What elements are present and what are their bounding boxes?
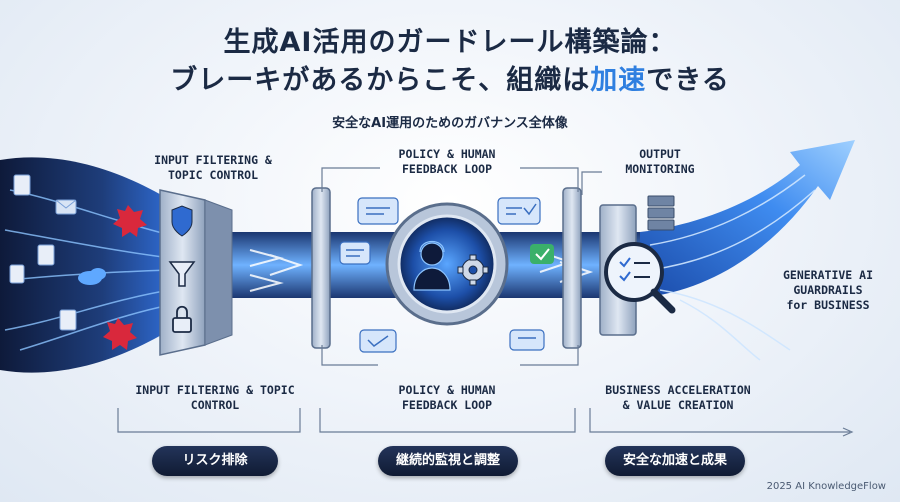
subtitle: 安全なAI運用のためのガバナンス全体像: [332, 116, 568, 131]
label-line: for BUSINESS: [786, 298, 870, 312]
policy-pillar-right: [562, 187, 582, 349]
title-highlight: 加速: [590, 65, 647, 96]
main-title: 生成AI活用のガードレール構築論：: [223, 27, 677, 58]
label-line: GENERATIVE AI: [782, 268, 873, 282]
label-generative-ai-guardrails: GENERATIVE AI GUARDRAILS for BUSINESS: [768, 268, 888, 313]
shield-icon: [171, 205, 193, 237]
label-input-filtering-top: INPUT FILTERING & TOPIC CONTROL: [138, 153, 288, 183]
pill-continuous-monitoring: 継続的監視と調整: [378, 446, 518, 476]
speed-streaks: [649, 174, 816, 361]
label-line: TOPIC CONTROL: [167, 168, 258, 182]
label-line: CONTROL: [190, 398, 240, 412]
label-line: MONITORING: [625, 162, 695, 176]
threat-burst-icon: [103, 205, 147, 350]
label-line: BUSINESS ACCELERATION: [605, 383, 751, 397]
label-line: OUTPUT: [639, 147, 681, 161]
label-line: & VALUE CREATION: [622, 398, 734, 412]
pill-risk-elimination: リスク排除: [152, 446, 278, 476]
cloud-icon: [78, 268, 106, 285]
email-icon: [55, 199, 77, 215]
main-title-line2: ブレーキがあるからこそ、組織は加速できる: [0, 58, 900, 97]
label-input-filtering-bottom: INPUT FILTERING & TOPIC CONTROL: [120, 383, 310, 413]
check-badge-icon: [530, 244, 554, 264]
feedback-chat-icon: [339, 197, 545, 353]
label-output-monitoring: OUTPUT MONITORING: [605, 147, 715, 177]
input-filter-gate-side: [204, 199, 233, 346]
label-line: FEEDBACK LOOP: [401, 162, 492, 176]
policy-pillar-left: [311, 187, 331, 349]
human-operator-icon: [413, 240, 451, 291]
bottom-brackets: [117, 345, 854, 437]
title-segment-end: できる: [646, 65, 730, 96]
credit-text: 2025 AI KnowledgeFlow: [766, 481, 886, 492]
acceleration-arrow: [640, 140, 855, 298]
label-policy-top: POLICY & HUMAN FEEDBACK LOOP: [372, 147, 522, 177]
label-line: FEEDBACK LOOP: [401, 398, 492, 412]
label-line: POLICY & HUMAN: [398, 147, 496, 161]
label-business-acceleration: BUSINESS ACCELERATION & VALUE CREATION: [588, 383, 768, 413]
title-segment: ブレーキがあるからこそ、組織は: [170, 65, 591, 96]
magnifier-checklist-icon: [604, 242, 676, 314]
label-line: INPUT FILTERING &: [154, 153, 272, 167]
label-policy-bottom: POLICY & HUMAN FEEDBACK LOOP: [372, 383, 522, 413]
label-line: GUARDRAILS: [793, 283, 863, 297]
document-icon: [9, 174, 77, 331]
lock-icon: [172, 305, 192, 333]
top-brackets: [321, 167, 602, 195]
server-icon: [647, 195, 675, 231]
gear-icon: [457, 254, 489, 286]
funnel-icon: [168, 261, 196, 287]
label-line: POLICY & HUMAN: [398, 383, 496, 397]
label-line: INPUT FILTERING & TOPIC: [135, 383, 295, 397]
pill-safe-acceleration: 安全な加速と成果: [605, 446, 745, 476]
